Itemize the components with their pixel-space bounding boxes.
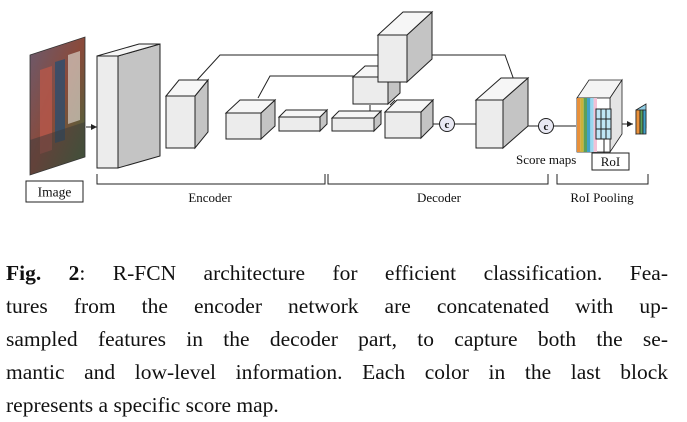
roi-pooling-bracket xyxy=(556,174,649,185)
figure-label: Fig. 2 xyxy=(6,261,80,285)
decoder-skip-block-small xyxy=(351,64,402,106)
decoder-skip-block-large xyxy=(376,10,434,84)
decoder-block-2 xyxy=(383,98,435,140)
input-image-thumbnail xyxy=(29,36,86,176)
encoder-block-3 xyxy=(224,98,277,141)
decoder-label: Decoder xyxy=(417,190,462,205)
roi-grid xyxy=(595,108,612,140)
encoder-label: Encoder xyxy=(188,190,232,205)
score-maps-label: Score maps xyxy=(516,152,576,167)
encoder-block-1 xyxy=(96,43,161,169)
score-map-stripe xyxy=(583,98,587,152)
encoder-block-4 xyxy=(277,108,329,133)
caption-line-2: tures from the encoder network are conca… xyxy=(6,294,668,318)
caption-line-1: Fig. 2: R-FCN architecture for efficient… xyxy=(6,261,668,285)
decoder-bracket xyxy=(327,174,549,185)
image-label: Image xyxy=(38,185,72,200)
svg-text:c: c xyxy=(445,119,450,131)
score-map-stripe xyxy=(590,98,594,152)
roi-label: RoI xyxy=(601,154,621,169)
image-label-box xyxy=(25,180,84,203)
architecture-diagram: Image xyxy=(25,10,649,205)
concat-circle-1: c xyxy=(439,116,455,132)
decoder-block-3 xyxy=(474,76,530,150)
caption-line-4: mantic and low-level information. Each c… xyxy=(6,360,668,384)
roi-label-box xyxy=(591,152,630,171)
encoder-bracket xyxy=(96,174,326,185)
score-map-stripes xyxy=(577,98,597,152)
encoder-block-2 xyxy=(164,78,210,150)
concat-circle-2: c xyxy=(538,118,554,134)
decoder-block-1 xyxy=(330,109,383,133)
caption-line-3: sampled features in the decoder part, to… xyxy=(6,327,668,351)
score-map-stripe xyxy=(587,98,591,152)
svg-text:c: c xyxy=(544,121,549,133)
score-map-stripe xyxy=(577,98,581,152)
figure-caption: Fig. 2: R-FCN architecture for efficient… xyxy=(6,257,668,422)
score-map-stripe xyxy=(580,98,584,152)
output-block xyxy=(635,103,647,135)
score-map-stripe xyxy=(593,98,597,152)
caption-line-5: represents a specific score map. xyxy=(6,393,279,417)
roi-pooling-label: RoI Pooling xyxy=(570,190,634,205)
